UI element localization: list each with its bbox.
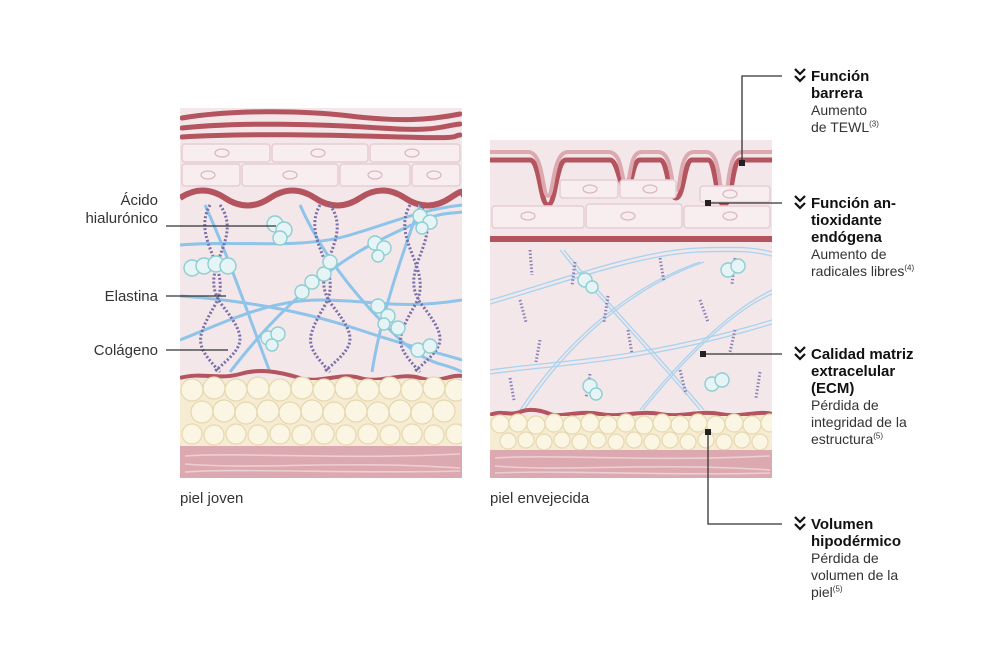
callout-desc-line: integridad de la — [811, 414, 907, 430]
callout-title-line: Calidad matriz — [811, 346, 914, 363]
young-stratum-corneum — [180, 109, 462, 141]
aged-basement-membrane — [490, 236, 772, 242]
callout-desc-line: piel — [811, 584, 833, 600]
double-chevron-down-icon — [794, 346, 806, 361]
citation-ref: (4) — [904, 263, 915, 273]
citation-ref: (3) — [869, 119, 879, 129]
aged-elastin-fibers — [490, 246, 772, 411]
young-skin-block — [180, 108, 462, 478]
aged-hyaluronic-acid — [577, 258, 746, 401]
label-hyaluronic-line2: hialurónico — [85, 210, 158, 227]
young-basement-membrane — [180, 187, 462, 209]
leader-lines — [166, 75, 782, 525]
double-chevron-down-icon — [794, 68, 806, 83]
callout-desc-line: Pérdida de — [811, 397, 879, 413]
aged-epidermis-cells — [491, 179, 771, 229]
label-collagen: Colágeno — [93, 342, 158, 359]
caption-aged-skin: piel envejecida — [490, 490, 590, 507]
caption-young-skin: piel joven — [180, 490, 244, 507]
callout-desc-line: Aumento de — [811, 246, 887, 262]
callout-desc-line: Aumento — [811, 102, 868, 118]
aged-skin-block — [490, 140, 772, 478]
citation-ref: (5) — [832, 584, 843, 594]
callout-title-line: barrera — [811, 85, 863, 102]
callout-desc-line: de TEWL — [811, 119, 870, 135]
callout-desc-line: volumen de la — [811, 567, 899, 583]
callout-title-line: (ECM) — [811, 380, 855, 397]
callout-title-line: Función an- — [811, 195, 896, 212]
double-chevron-down-icon — [794, 516, 806, 531]
callout-title-line: Función — [811, 68, 870, 85]
callout-title-line: extracelular — [811, 363, 896, 380]
leader-hypodermal — [707, 432, 782, 525]
young-fat-cells — [180, 376, 462, 446]
label-hyaluronic-acid: Ácido hialurónico — [40, 192, 158, 228]
callout-desc-line: estructura — [811, 431, 874, 447]
young-hyaluronic-acid — [183, 208, 438, 358]
label-hyaluronic-line1: Ácido — [120, 192, 158, 209]
callout-desc-line: Pérdida de — [811, 550, 879, 566]
citation-ref: (5) — [873, 431, 884, 441]
double-chevron-down-icon — [794, 195, 806, 210]
callout-title-line: Volumen — [811, 516, 874, 533]
callout-title-line: endógena — [811, 229, 882, 246]
young-epidermis-cells — [181, 143, 461, 187]
callout-title-line: tioxidante — [811, 212, 882, 229]
callout-title-line: hipodérmico — [811, 533, 902, 550]
young-hypodermis — [180, 446, 462, 478]
label-elastin: Elastina — [104, 288, 158, 305]
callout-desc-line: radicales libres — [811, 263, 905, 279]
leader-barrier — [741, 75, 782, 162]
